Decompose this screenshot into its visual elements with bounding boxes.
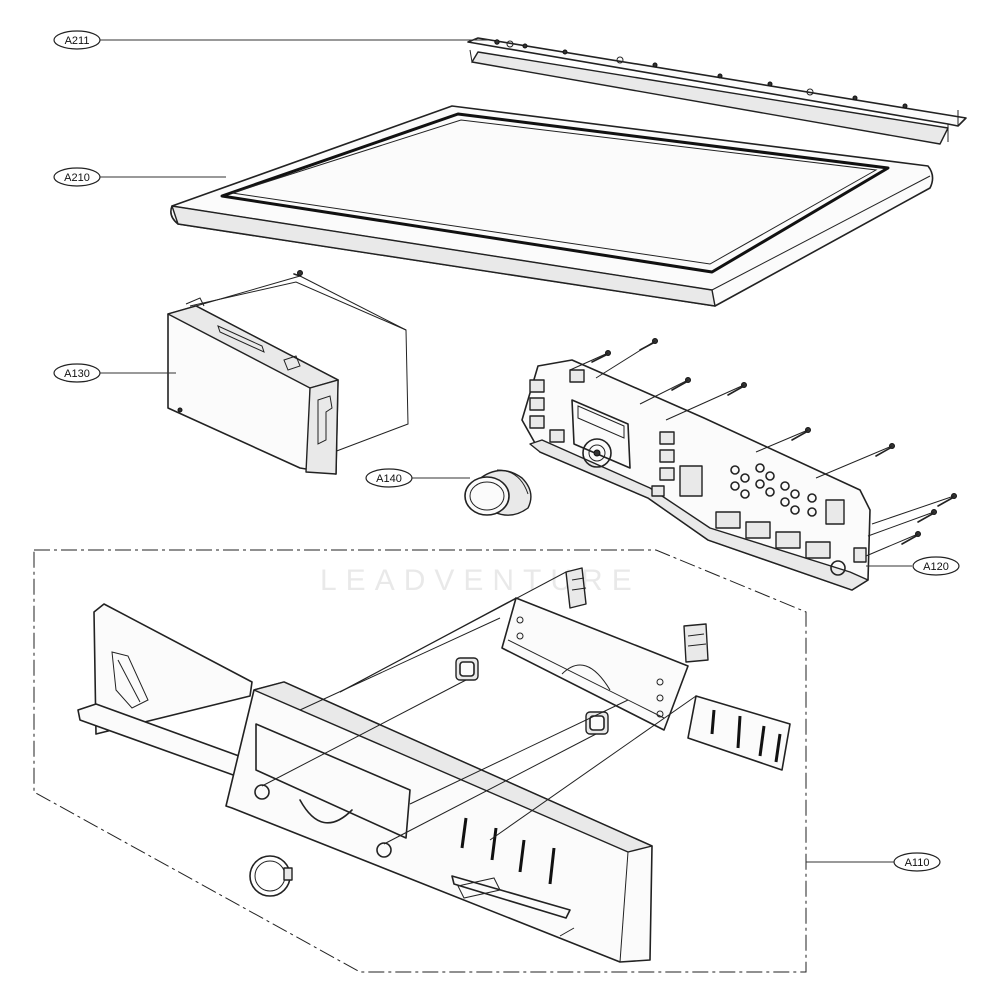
leader-lines (100, 39, 912, 863)
board-screw-leaders (569, 340, 955, 557)
board-connectors-left (529, 369, 585, 443)
panel-button-caps (455, 657, 609, 735)
part-a140-knob (464, 469, 532, 516)
label-a210-text: A210 (64, 172, 90, 184)
label-a211: A211 (53, 30, 101, 50)
part-a210-frame (170, 105, 934, 307)
part-a110-control-panel-group (33, 549, 807, 973)
label-a130-text: A130 (64, 368, 90, 380)
part-a120-control-board (521, 338, 957, 591)
panel-display-board (501, 597, 689, 731)
panel-clips (565, 567, 709, 663)
panel-light-guide (687, 695, 791, 771)
label-a210: A210 (53, 167, 101, 187)
label-a120-text: A120 (923, 561, 949, 573)
panel-assembly-lines (261, 571, 697, 845)
label-a140: A140 (365, 468, 413, 488)
watermark-text: LEADVENTURE (320, 564, 641, 597)
label-a211-text: A211 (65, 35, 90, 47)
board-led-cluster (730, 463, 845, 525)
board-switches-middle (651, 431, 703, 497)
label-a120: A120 (912, 556, 960, 576)
panel-led-slots (460, 817, 556, 885)
part-a211-bracket (467, 37, 967, 145)
board-button-row (715, 511, 867, 576)
panel-knob-ring (249, 855, 293, 897)
label-a140-text: A140 (376, 473, 402, 485)
bracket-holes (494, 39, 908, 109)
label-a110: A110 (893, 852, 941, 872)
label-a110-text: A110 (905, 857, 930, 869)
part-a130-dispenser-box (167, 270, 409, 475)
label-a130: A130 (53, 363, 101, 383)
